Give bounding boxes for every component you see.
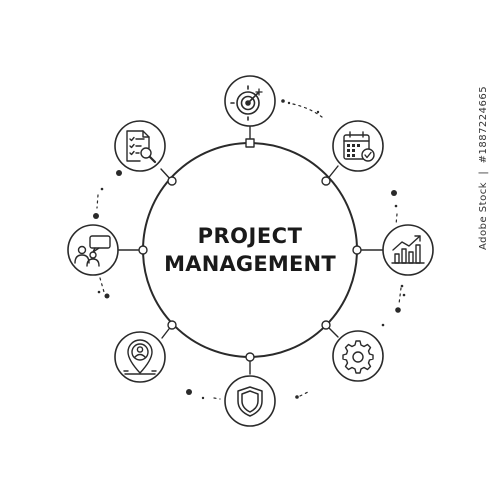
checklist-search-icon [126, 130, 157, 164]
gear-icon [342, 340, 374, 374]
team-chat-icon [74, 235, 111, 267]
title-line-2: MANAGEMENT [164, 252, 336, 276]
node-checklist [114, 120, 166, 172]
ring-nodes [138, 138, 362, 362]
location-person-icon [123, 339, 157, 375]
node-chart [382, 224, 434, 276]
node-target [224, 75, 276, 127]
node-team [67, 224, 119, 276]
diagram-title: PROJECT MANAGEMENT [150, 222, 350, 278]
node-shield [224, 375, 276, 427]
decorative-dots [93, 99, 406, 400]
node-location [114, 331, 166, 383]
target-icon [230, 85, 263, 121]
growth-chart-icon [391, 235, 425, 264]
stock-caption: Adobe Stock | #1887224665 [478, 85, 489, 250]
shield-icon [237, 386, 263, 417]
title-line-1: PROJECT [197, 224, 303, 248]
stock-id: #1887224665 [478, 85, 489, 164]
calendar-check-icon [343, 131, 375, 162]
stock-brand: Adobe Stock [478, 182, 489, 250]
node-gear [332, 330, 384, 382]
decorative-dashes [96, 103, 402, 400]
node-calendar [332, 120, 384, 172]
